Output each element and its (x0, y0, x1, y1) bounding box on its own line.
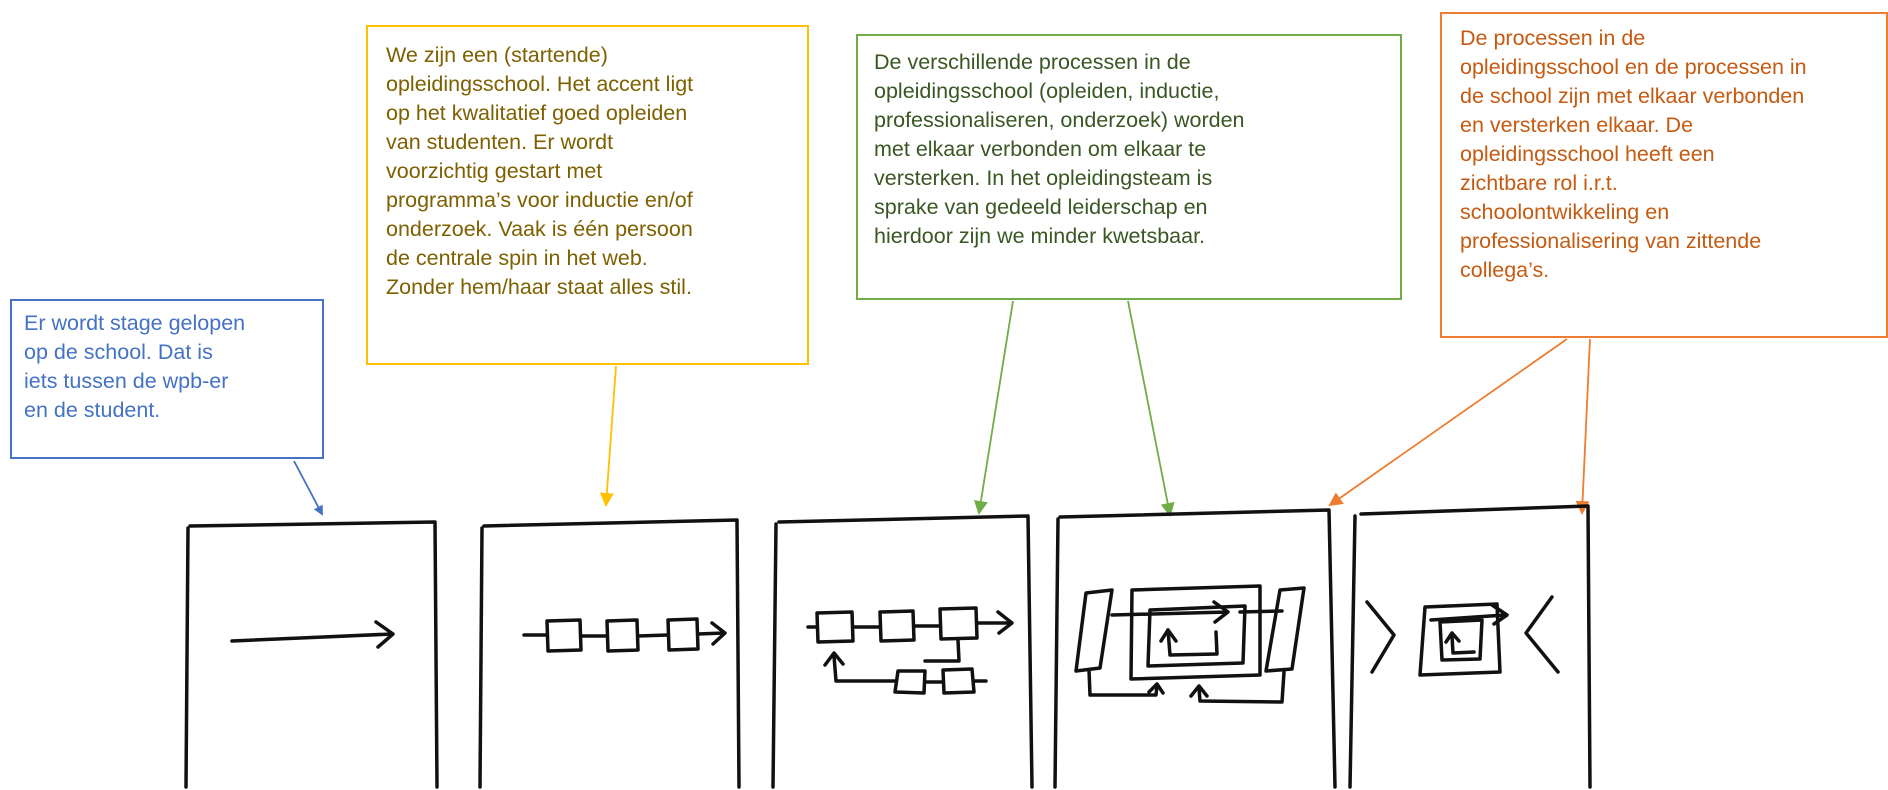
stage-2-panel (478, 518, 741, 789)
callout-arrow-green-1 (973, 300, 1014, 515)
stage-4-panel (1053, 508, 1337, 789)
callout-arrow-green-2 (1127, 300, 1175, 517)
callout-arrow-orange-2 (1575, 338, 1591, 515)
arrow-icon (230, 620, 395, 649)
stage-5-panel (1348, 504, 1592, 789)
inward-chevrons-icon (1365, 595, 1560, 677)
note-stage-3-connected-processes: De verschillende processen in de opleidi… (856, 34, 1402, 300)
stage-3-panel (771, 514, 1034, 789)
note-stage-1-stage-placement: Er wordt stage gelopen op de school. Dat… (10, 299, 324, 459)
stage-1-panel (184, 520, 439, 789)
note-stage-4-5-school-development: De processen in de opleidingsschool en d… (1440, 12, 1888, 338)
nested-loop-icon (1074, 584, 1306, 704)
feedback-loop-icon (806, 606, 1014, 695)
callout-arrow-orange-1 (1328, 338, 1568, 507)
callout-arrow-blue (293, 460, 323, 516)
note-stage-2-starting-school: We zijn een (startende) opleidingsschool… (366, 25, 809, 365)
callout-arrow-yellow (599, 365, 617, 507)
linked-boxes-icon (522, 617, 727, 653)
